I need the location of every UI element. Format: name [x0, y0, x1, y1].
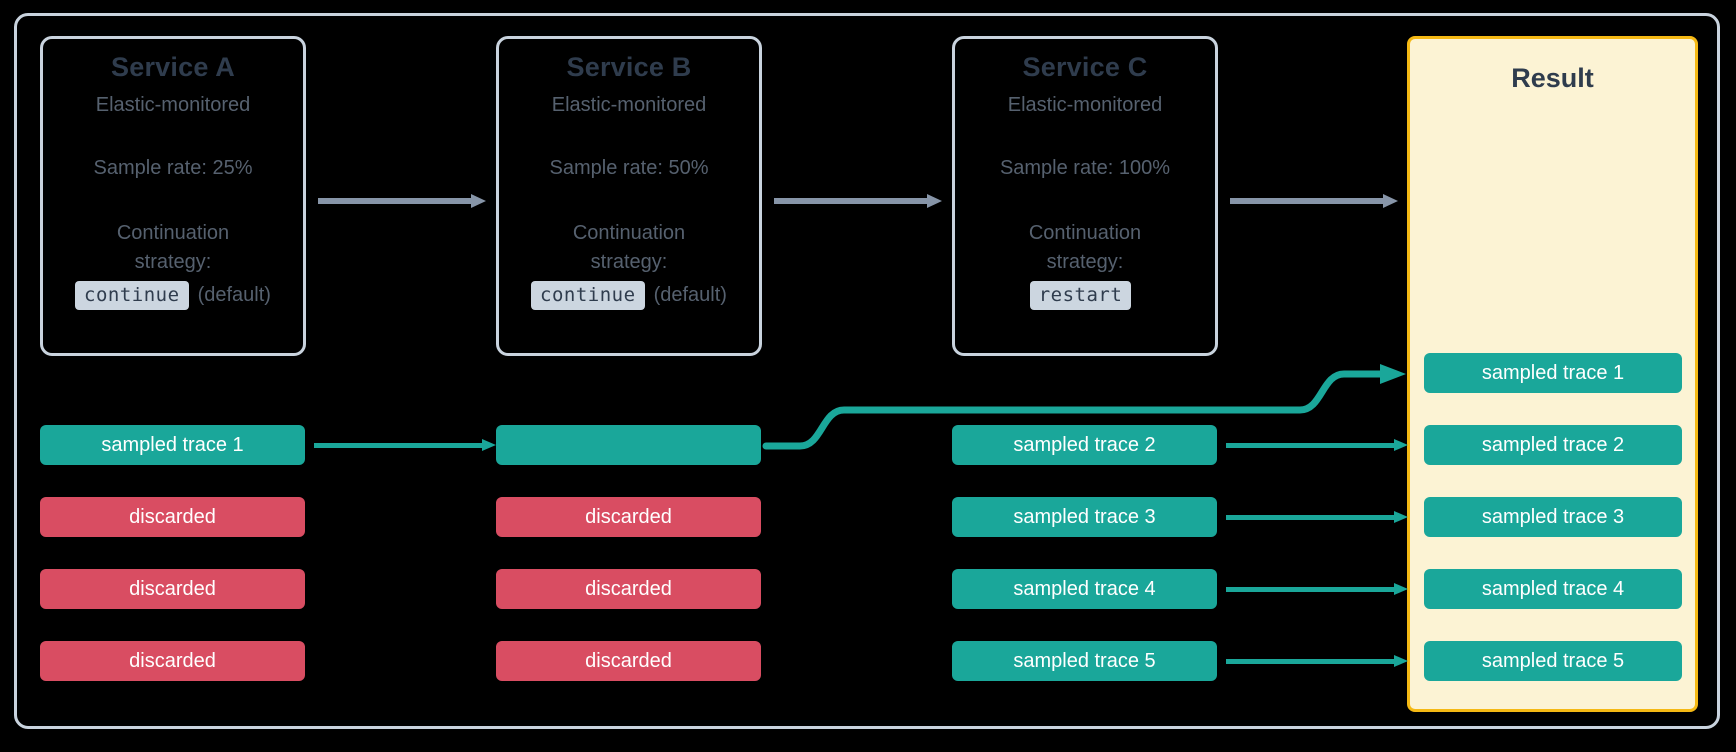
service-a-strategy-line2: strategy:	[134, 250, 212, 273]
service-a-monitoring: Elastic-monitored	[95, 93, 251, 116]
trace-bar-b-3: discarded	[496, 569, 761, 609]
flow-arrow-c-to-result	[1230, 194, 1398, 208]
service-c-title: Service C	[1022, 52, 1148, 82]
trace-bar-a-4: discarded	[40, 641, 305, 681]
service-c-strategy-row: restart	[965, 280, 1205, 310]
trace-bar-b-4: discarded	[496, 641, 761, 681]
service-c-monitoring: Elastic-monitored	[1007, 93, 1163, 116]
service-c-strategy-label: Continuation strategy:	[965, 219, 1205, 277]
service-a-sample-rate: Sample rate: 25%	[93, 156, 253, 179]
service-a-strategy-badge: continue	[75, 280, 189, 310]
service-b-title: Service B	[566, 52, 692, 82]
trace-bar-c-1: sampled trace 2	[952, 425, 1217, 465]
service-b-monitoring: Elastic-monitored	[551, 93, 707, 116]
result-trace-bar-2: sampled trace 2	[1424, 425, 1682, 465]
trace-bar-a-1: sampled trace 1	[40, 425, 305, 465]
service-a-strategy-note: (default)	[197, 283, 271, 306]
service-a-title: Service A	[111, 52, 235, 82]
trace-bar-a-3: discarded	[40, 569, 305, 609]
service-card-a: Service A Elastic-monitored Sample rate:…	[40, 36, 306, 356]
trace-arrow-c2-to-result3	[1226, 511, 1408, 523]
trace-bar-c-4: sampled trace 5	[952, 641, 1217, 681]
flow-arrow-b-to-c	[774, 194, 942, 208]
result-trace-bar-4: sampled trace 4	[1424, 569, 1682, 609]
diagram-outer-frame	[14, 13, 1720, 729]
trace-bar-a-2: discarded	[40, 497, 305, 537]
trace-arrow-a1-to-b1	[314, 439, 496, 451]
service-c-strategy-line1: Continuation	[1028, 221, 1142, 244]
service-card-c: Service C Elastic-monitored Sample rate:…	[952, 36, 1218, 356]
service-b-strategy-line2: strategy:	[590, 250, 668, 273]
trace-bar-b-1	[496, 425, 761, 465]
result-trace-bar-1: sampled trace 1	[1424, 353, 1682, 393]
service-b-sample-rate: Sample rate: 50%	[549, 156, 709, 179]
service-b-strategy-line1: Continuation	[572, 221, 686, 244]
result-trace-bar-3: sampled trace 3	[1424, 497, 1682, 537]
service-a-strategy-line1: Continuation	[116, 221, 230, 244]
trace-arrow-c1-to-result2	[1226, 439, 1408, 451]
flow-arrow-a-to-b	[318, 194, 486, 208]
service-b-strategy-badge: continue	[531, 280, 645, 310]
service-a-strategy-label: Continuation strategy:	[53, 219, 293, 277]
service-c-strategy-badge: restart	[1029, 280, 1132, 310]
trace-arrow-c3-to-result4	[1226, 583, 1408, 595]
result-trace-bar-5: sampled trace 5	[1424, 641, 1682, 681]
service-b-strategy-note: (default)	[653, 283, 727, 306]
trace-bar-c-2: sampled trace 3	[952, 497, 1217, 537]
result-title: Result	[1511, 63, 1594, 93]
service-b-strategy-row: continue (default)	[509, 280, 749, 310]
service-c-strategy-line2: strategy:	[1046, 250, 1124, 273]
trace-arrow-c4-to-result5	[1226, 655, 1408, 667]
service-a-strategy-row: continue (default)	[53, 280, 293, 310]
trace-bar-b-2: discarded	[496, 497, 761, 537]
trace-bar-c-3: sampled trace 4	[952, 569, 1217, 609]
service-c-sample-rate: Sample rate: 100%	[999, 156, 1171, 179]
service-b-strategy-label: Continuation strategy:	[509, 219, 749, 277]
service-card-b: Service B Elastic-monitored Sample rate:…	[496, 36, 762, 356]
